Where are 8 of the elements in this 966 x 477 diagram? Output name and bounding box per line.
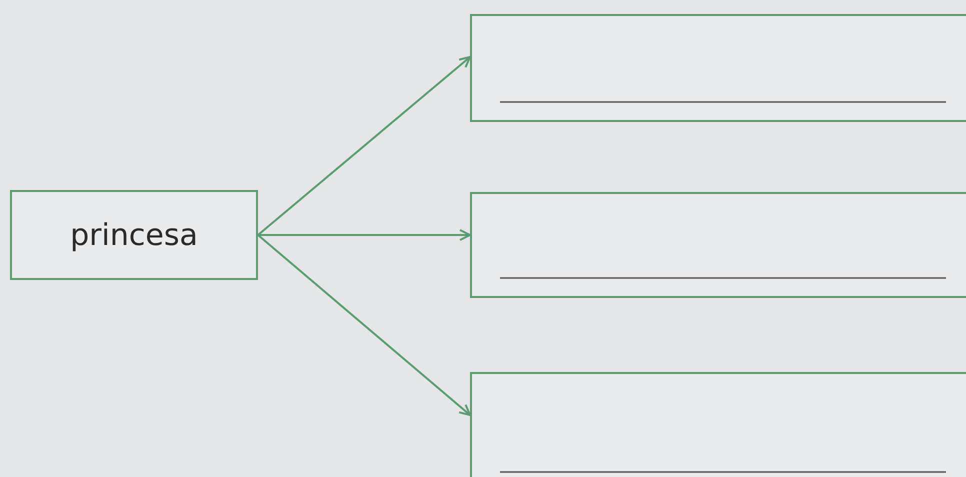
answer-box <box>470 372 966 477</box>
answer-box <box>470 14 966 122</box>
word: princesa <box>70 218 198 252</box>
arrow <box>258 229 471 241</box>
word-box <box>10 190 258 280</box>
arrow <box>257 234 471 416</box>
answer-box <box>470 192 966 298</box>
arrow <box>257 56 471 236</box>
